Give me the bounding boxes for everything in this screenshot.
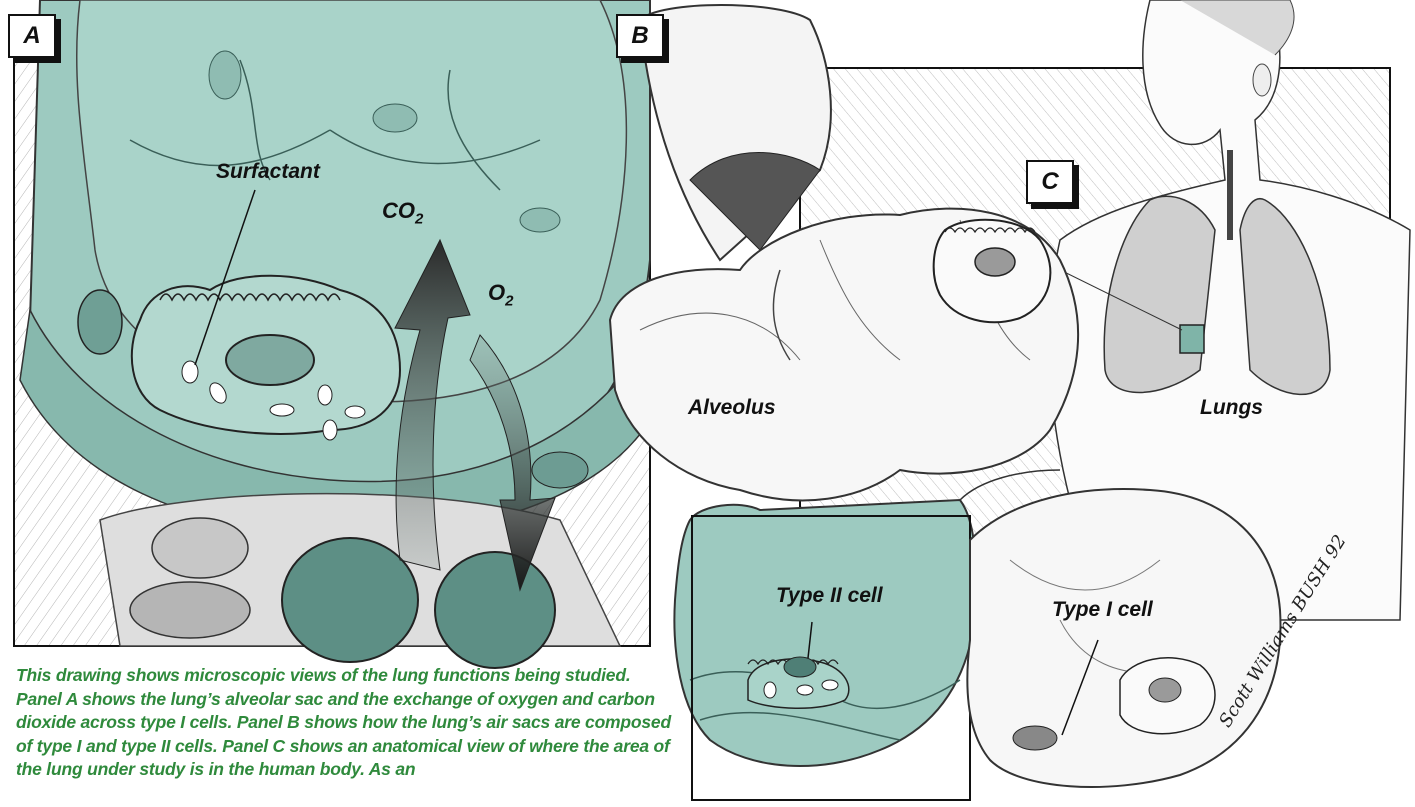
o2-base: O — [488, 280, 505, 305]
label-o2: O2 — [488, 280, 513, 309]
o2-subscript: 2 — [505, 292, 513, 309]
label-co2: CO2 — [382, 198, 423, 227]
panel-c-letter: C — [1041, 168, 1058, 196]
panel-a-letter: A — [23, 22, 40, 50]
label-type-ii-cell: Type II cell — [776, 584, 883, 608]
figure-caption: This drawing shows microscopic views of … — [16, 664, 676, 782]
label-type-i-cell: Type I cell — [1052, 598, 1153, 622]
co2-base: CO — [382, 198, 415, 223]
panel-c-label: C — [1026, 160, 1074, 204]
panel-a-label: A — [8, 14, 56, 58]
label-surfactant: Surfactant — [216, 160, 320, 184]
panel-a-drawing — [14, 0, 650, 668]
label-alveolus: Alveolus — [688, 396, 776, 420]
label-lungs: Lungs — [1200, 396, 1263, 420]
panel-b-label: B — [616, 14, 664, 58]
panel-b-letter: B — [631, 22, 648, 50]
co2-subscript: 2 — [415, 210, 423, 227]
